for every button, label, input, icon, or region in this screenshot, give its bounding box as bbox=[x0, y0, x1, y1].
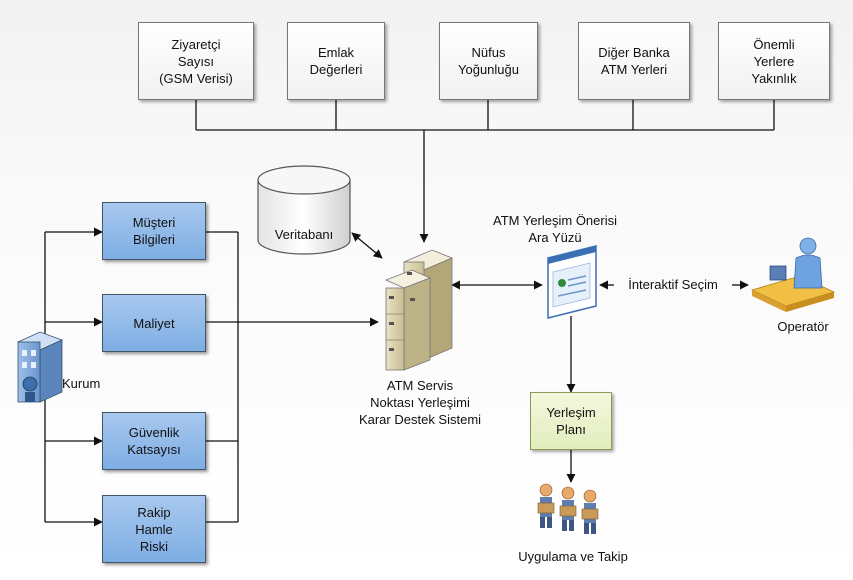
left-connectors bbox=[44, 227, 379, 527]
factor-box-visitor-count: Ziyaretçi Sayısı (GSM Verisi) bbox=[138, 22, 254, 100]
factor-box-security: Güvenlik Katsayısı bbox=[102, 412, 206, 470]
interface-label: ATM Yerleşim Önerisi Ara Yüzü bbox=[492, 213, 617, 245]
server-icon bbox=[384, 249, 454, 371]
factor-box-other-bank-atms: Diğer Banka ATM Yerleri bbox=[578, 22, 690, 100]
database-label: Veritabanı bbox=[274, 227, 334, 242]
factor-box-population-density: Nüfus Yoğunluğu bbox=[439, 22, 538, 100]
factor-box-proximity: Önemli Yerlere Yakınlık bbox=[718, 22, 830, 100]
institution-label: Kurum bbox=[62, 376, 101, 391]
factor-box-cost: Maliyet bbox=[102, 294, 206, 352]
operator-icon bbox=[750, 237, 836, 312]
center-connectors bbox=[351, 232, 749, 483]
server-label: ATM Servis Noktası Yerleşimi Karar Deste… bbox=[358, 378, 482, 427]
factor-box-property-values: Emlak Değerleri bbox=[287, 22, 385, 100]
execution-label: Uygulama ve Takip bbox=[518, 549, 628, 564]
placement-plan-box: Yerleşim Planı bbox=[530, 392, 612, 450]
interface-window-icon bbox=[547, 245, 597, 319]
factor-box-customer-info: Müşteri Bilgileri bbox=[102, 202, 206, 260]
workers-icon bbox=[537, 483, 599, 534]
operator-label: Operatör bbox=[777, 319, 829, 334]
interactive-selection-label: İnteraktif Seçim bbox=[628, 277, 718, 292]
top-connectors bbox=[195, 100, 775, 243]
database-icon bbox=[257, 165, 351, 255]
factor-box-competitor-risk: Rakip Hamle Riski bbox=[102, 495, 206, 563]
building-icon bbox=[16, 331, 64, 403]
